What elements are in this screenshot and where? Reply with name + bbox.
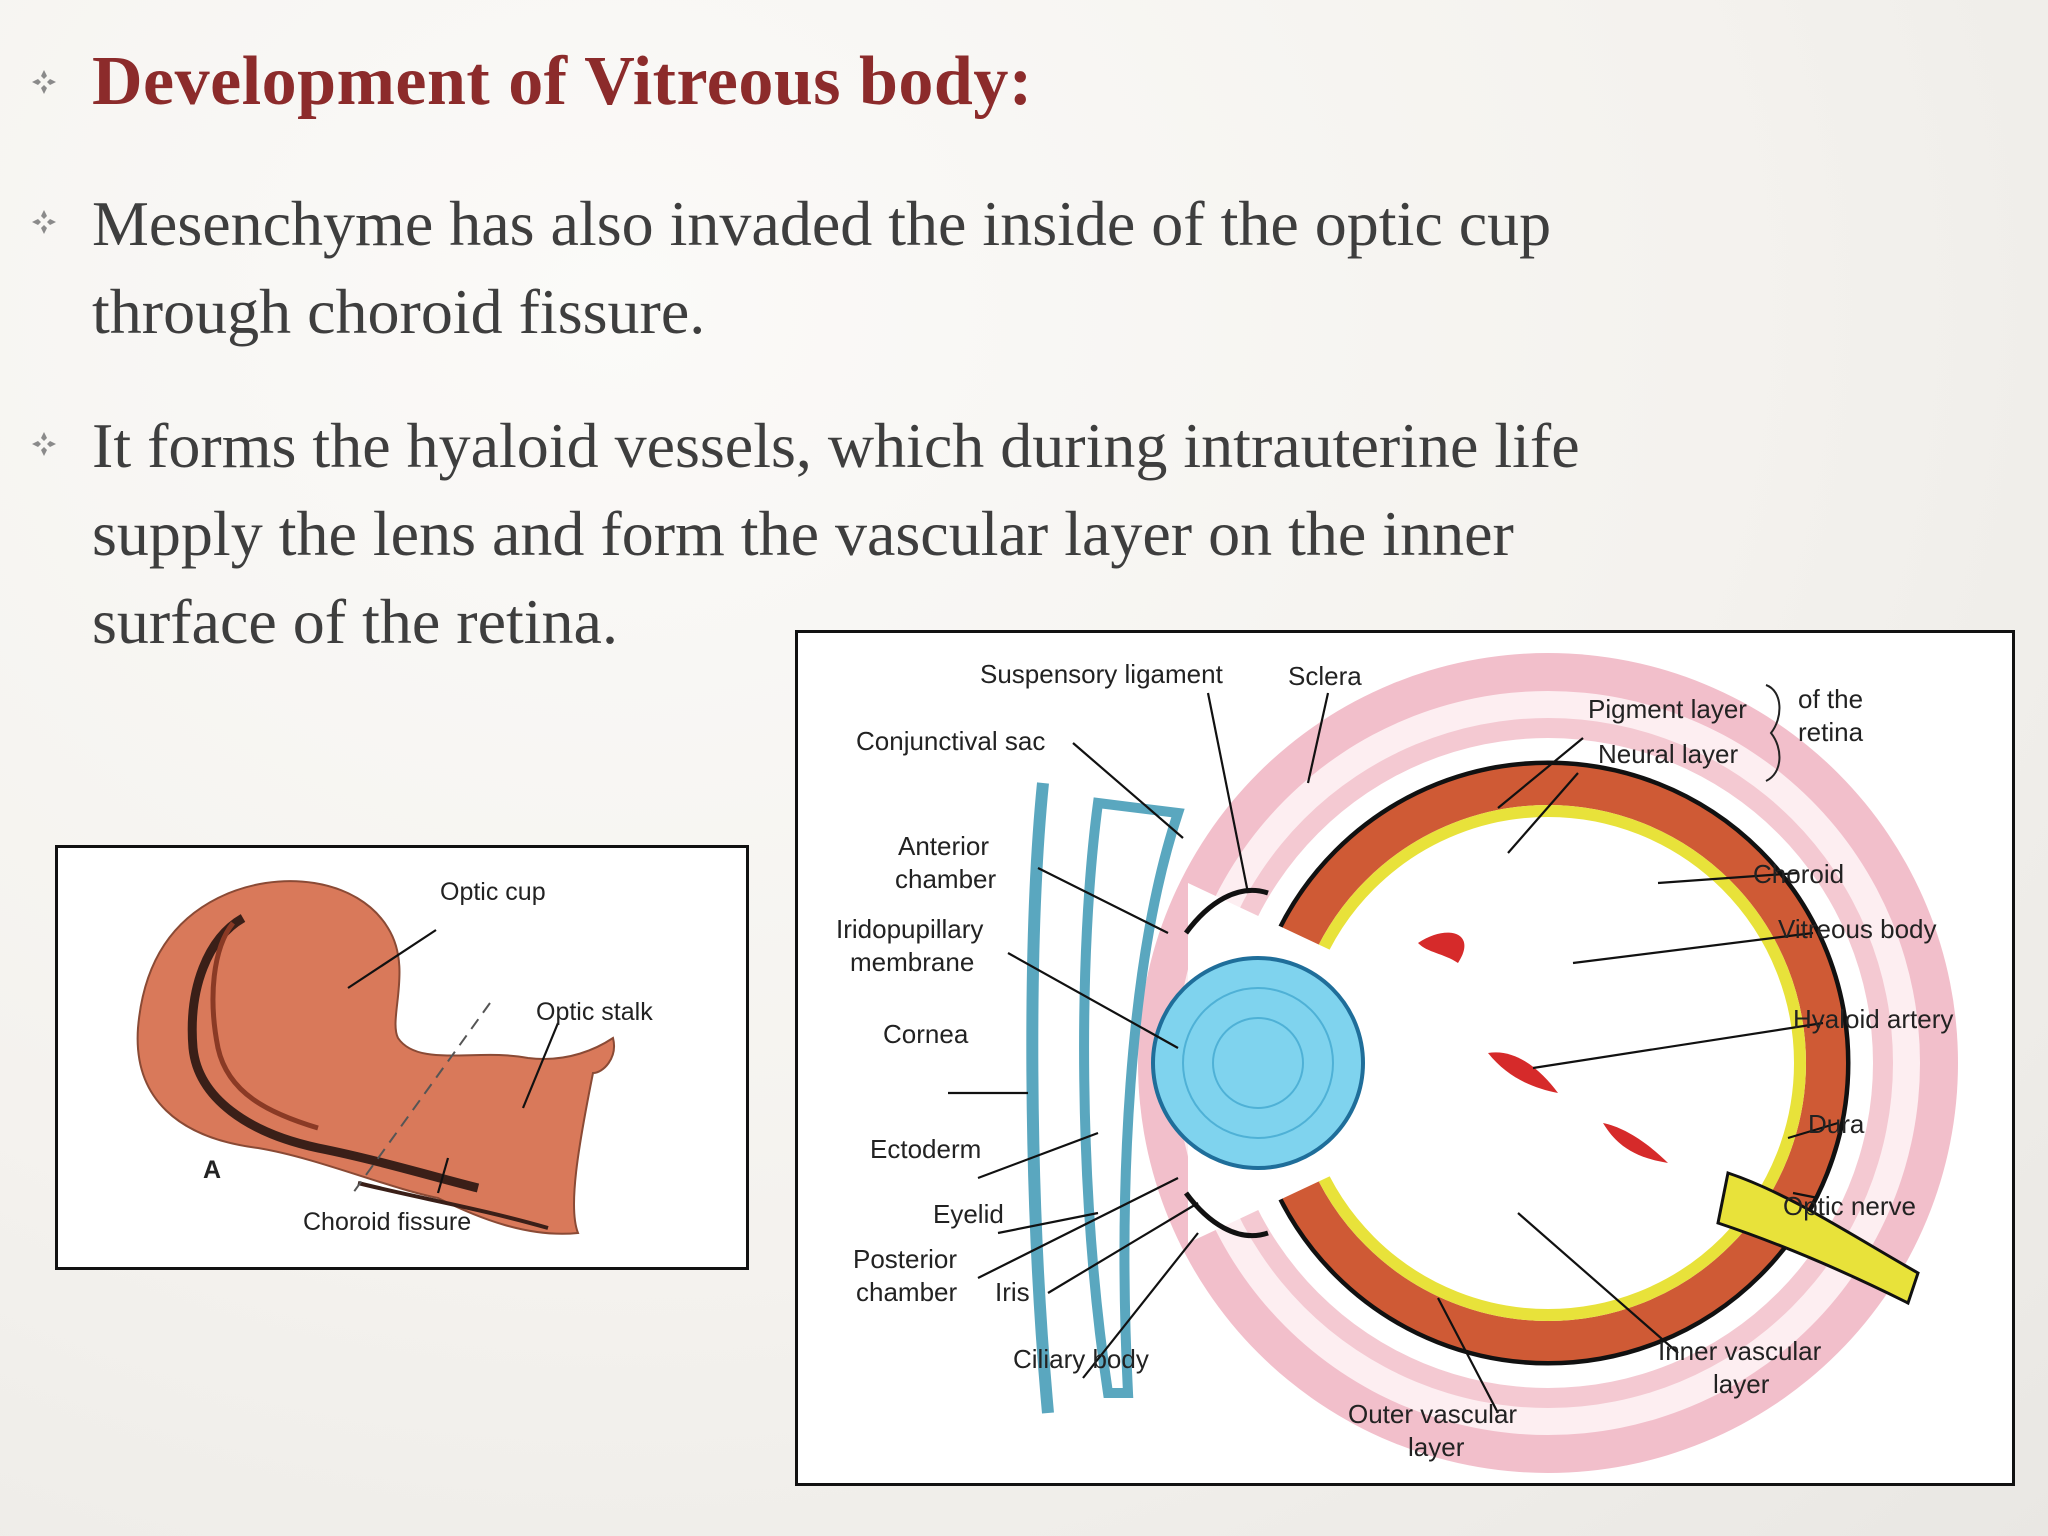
label-iris: Iris — [995, 1277, 1030, 1307]
label-vitreous-body: Vitreous body — [1778, 914, 1937, 944]
label-choroid: Choroid — [1753, 859, 1844, 889]
bullet-1-line-2: through choroid fissure. — [92, 276, 706, 347]
optic-cup-rim — [187, 914, 480, 1193]
label-posterior-chamber-1: Posterior — [853, 1244, 957, 1274]
label-ciliary-body: Ciliary body — [1013, 1344, 1149, 1374]
label-optic-stalk: Optic stalk — [536, 998, 653, 1026]
bullet-2-line-2: supply the lens and form the vascular la… — [92, 498, 1514, 569]
ectoderm-layer — [1026, 782, 1185, 1414]
bullet-2-line-1: It forms the hyaloid vessels, which duri… — [92, 410, 1580, 481]
label-anterior-chamber-2: chamber — [895, 864, 996, 894]
label-dura: Dura — [1808, 1109, 1865, 1139]
label-posterior-chamber-2: chamber — [856, 1277, 957, 1307]
label-eyelid: Eyelid — [933, 1199, 1004, 1229]
label-conjunctival-sac: Conjunctival sac — [856, 726, 1045, 756]
hyaloid-artery — [1418, 932, 1668, 1163]
label-inner-vascular-2: layer — [1713, 1369, 1770, 1399]
bullet-paragraph-1: Mesenchyme has also invaded the inside o… — [92, 180, 1551, 356]
label-iridopupillary-2: membrane — [850, 947, 974, 977]
label-of-the: of the — [1798, 684, 1863, 714]
label-pigment-layer: Pigment layer — [1588, 694, 1747, 724]
label-sclera: Sclera — [1288, 661, 1362, 691]
label-inner-vascular-1: Inner vascular — [1658, 1336, 1822, 1366]
diamond-cross-bullet-icon — [32, 432, 56, 456]
slide-title: Development of Vitreous body: — [92, 43, 1033, 120]
label-neural-layer: Neural layer — [1598, 739, 1739, 769]
label-suspensory-ligament: Suspensory ligament — [980, 659, 1224, 689]
label-iridopupillary-1: Iridopupillary — [836, 914, 983, 944]
label-choroid-fissure: Choroid fissure — [303, 1208, 471, 1236]
label-anterior-chamber-1: Anterior — [898, 831, 989, 861]
lens — [1151, 956, 1365, 1170]
bullet-paragraph-2: It forms the hyaloid vessels, which duri… — [92, 402, 1580, 666]
optic-cup-illustration: Optic cup Optic stalk Choroid fissure A — [136, 878, 653, 1236]
eye-development-figure: Suspensory ligament Sclera Conjunctival … — [795, 630, 2015, 1486]
eye-section-illustration: Suspensory ligament Sclera Conjunctival … — [836, 653, 1958, 1473]
bullet-1-line-1: Mesenchyme has also invaded the inside o… — [92, 188, 1552, 259]
bullet-2-line-3: surface of the retina. — [92, 586, 618, 657]
panel-letter-a: A — [203, 1156, 221, 1184]
diamond-cross-bullet-icon — [32, 70, 56, 94]
diamond-cross-bullet-icon — [32, 210, 56, 234]
label-retina: retina — [1798, 717, 1864, 747]
optic-cup-shape — [136, 880, 615, 1235]
optic-nerve — [1716, 1171, 1920, 1306]
label-ectoderm: Ectoderm — [870, 1134, 981, 1164]
label-outer-vascular-1: Outer vascular — [1348, 1399, 1517, 1429]
label-optic-nerve: Optic nerve — [1783, 1191, 1916, 1221]
label-optic-cup: Optic cup — [440, 878, 546, 906]
label-hyaloid-artery: Hyaloid artery — [1793, 1004, 1953, 1034]
label-outer-vascular-2: layer — [1408, 1432, 1465, 1462]
optic-cup-figure: Optic cup Optic stalk Choroid fissure A — [55, 845, 749, 1270]
label-cornea: Cornea — [883, 1019, 969, 1049]
